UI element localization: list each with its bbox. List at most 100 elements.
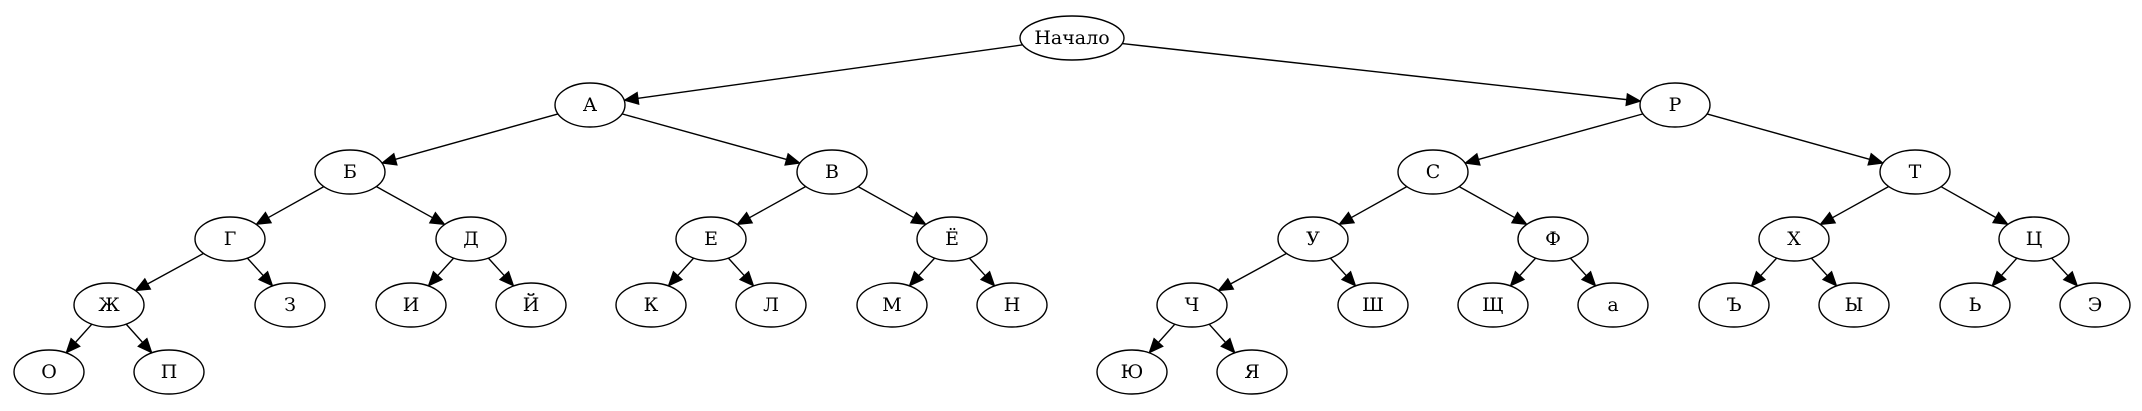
node-ellipse [796, 149, 868, 195]
node-G: Г [194, 216, 266, 262]
edge-YO-M [908, 257, 936, 287]
edge-line [487, 257, 505, 277]
arrowhead-icon [1750, 270, 1767, 287]
node-ZH: Ж [73, 282, 145, 328]
node-A: А [554, 82, 626, 128]
node-root: Начало [1019, 15, 1125, 61]
edge-A-B [380, 113, 559, 166]
node-label: Д [463, 228, 478, 250]
node-V: В [796, 149, 868, 195]
edge-line [2051, 257, 2069, 277]
node-I: И [375, 282, 447, 328]
edge-D-I [427, 257, 455, 287]
edge-E-K [667, 257, 695, 287]
node-label: Н [1004, 294, 1021, 316]
node-Y: Ы [1818, 282, 1890, 328]
edge-B-G [255, 185, 325, 226]
edge-line [1810, 257, 1828, 277]
node-label: Ж [98, 294, 120, 316]
node-ellipse [675, 216, 747, 262]
edge-S-F [1458, 185, 1528, 226]
edge-line [1230, 252, 1287, 285]
node-label: Ф [1545, 228, 1561, 250]
node-ellipse [133, 349, 205, 395]
edge-line [1940, 186, 1997, 219]
node-ellipse [435, 216, 507, 262]
edge-line [246, 257, 264, 277]
node-label: О [41, 361, 57, 383]
node-ellipse [1019, 15, 1125, 61]
edge-line [621, 113, 787, 161]
edge-S-U [1338, 185, 1408, 226]
node-S: С [1397, 149, 1469, 195]
edge-ZH-O [65, 323, 93, 354]
node-label: Л [763, 294, 779, 316]
arrowhead-icon [1867, 152, 1885, 166]
edge-line [147, 252, 204, 285]
node-label: Ю [1121, 361, 1144, 383]
node-label: Ц [2026, 228, 2043, 250]
edge-B-D [375, 185, 446, 226]
arrowhead-icon [1991, 211, 2010, 225]
edge-U-CH [1217, 252, 1287, 292]
edge-R-T [1706, 113, 1885, 166]
arrowhead-icon [65, 337, 81, 354]
edge-line [395, 113, 559, 160]
node-EH: Э [2059, 282, 2131, 328]
edge-line [677, 257, 695, 277]
node-label: А [583, 94, 598, 116]
arrowhead-icon [1338, 211, 1356, 226]
node-ellipse [2059, 282, 2131, 328]
node-ellipse [194, 216, 266, 262]
node-L: Л [735, 282, 807, 328]
node-a: а [1577, 282, 1649, 328]
node-ellipse [1397, 149, 1469, 195]
edge-line [918, 257, 936, 277]
node-label: Ё [945, 227, 959, 250]
edge-line [1208, 323, 1227, 343]
node-ellipse [1818, 282, 1890, 328]
edge-line [1157, 323, 1176, 343]
node-ellipse [13, 349, 85, 395]
edge-R-S [1463, 113, 1644, 166]
node-label: Р [1669, 94, 1682, 116]
arrowhead-icon [2062, 270, 2079, 287]
node-label: К [644, 294, 659, 316]
node-ellipse [1639, 82, 1711, 128]
node-label: Т [1909, 161, 1922, 183]
edge-line [1832, 185, 1890, 219]
edge-line [637, 44, 1023, 100]
node-YA: Я [1216, 349, 1288, 395]
arrowhead-icon [427, 270, 444, 287]
node-ellipse [916, 216, 988, 262]
edge-D-IY [487, 257, 515, 287]
edge-YO-N [968, 257, 996, 287]
arrowhead-icon [1340, 270, 1357, 287]
node-E: Е [675, 216, 747, 262]
node-R: Р [1639, 82, 1711, 128]
node-ellipse [1998, 216, 2070, 262]
edge-line [1329, 257, 1347, 277]
arrowhead-icon [784, 152, 802, 166]
edge-CH-YU [1148, 323, 1176, 354]
node-YO: Ё [916, 216, 988, 262]
node-label: Е [704, 228, 718, 250]
node-O: О [13, 349, 85, 395]
node-ellipse [554, 82, 626, 128]
node-ellipse [1758, 216, 1830, 262]
arrowhead-icon [498, 270, 515, 287]
arrowhead-icon [134, 277, 152, 292]
node-ellipse [314, 149, 386, 195]
node-label: Ы [1845, 294, 1864, 316]
node-F: Ф [1517, 216, 1589, 262]
node-ellipse [1156, 282, 1228, 328]
edge-TS-EH [2051, 257, 2079, 287]
node-ellipse [1096, 349, 1168, 395]
arrowhead-icon [1991, 270, 2007, 287]
edge-line [74, 323, 93, 343]
node-ellipse [856, 282, 928, 328]
edge-U-SH [1329, 257, 1357, 287]
edge-ZH-P [125, 323, 153, 354]
